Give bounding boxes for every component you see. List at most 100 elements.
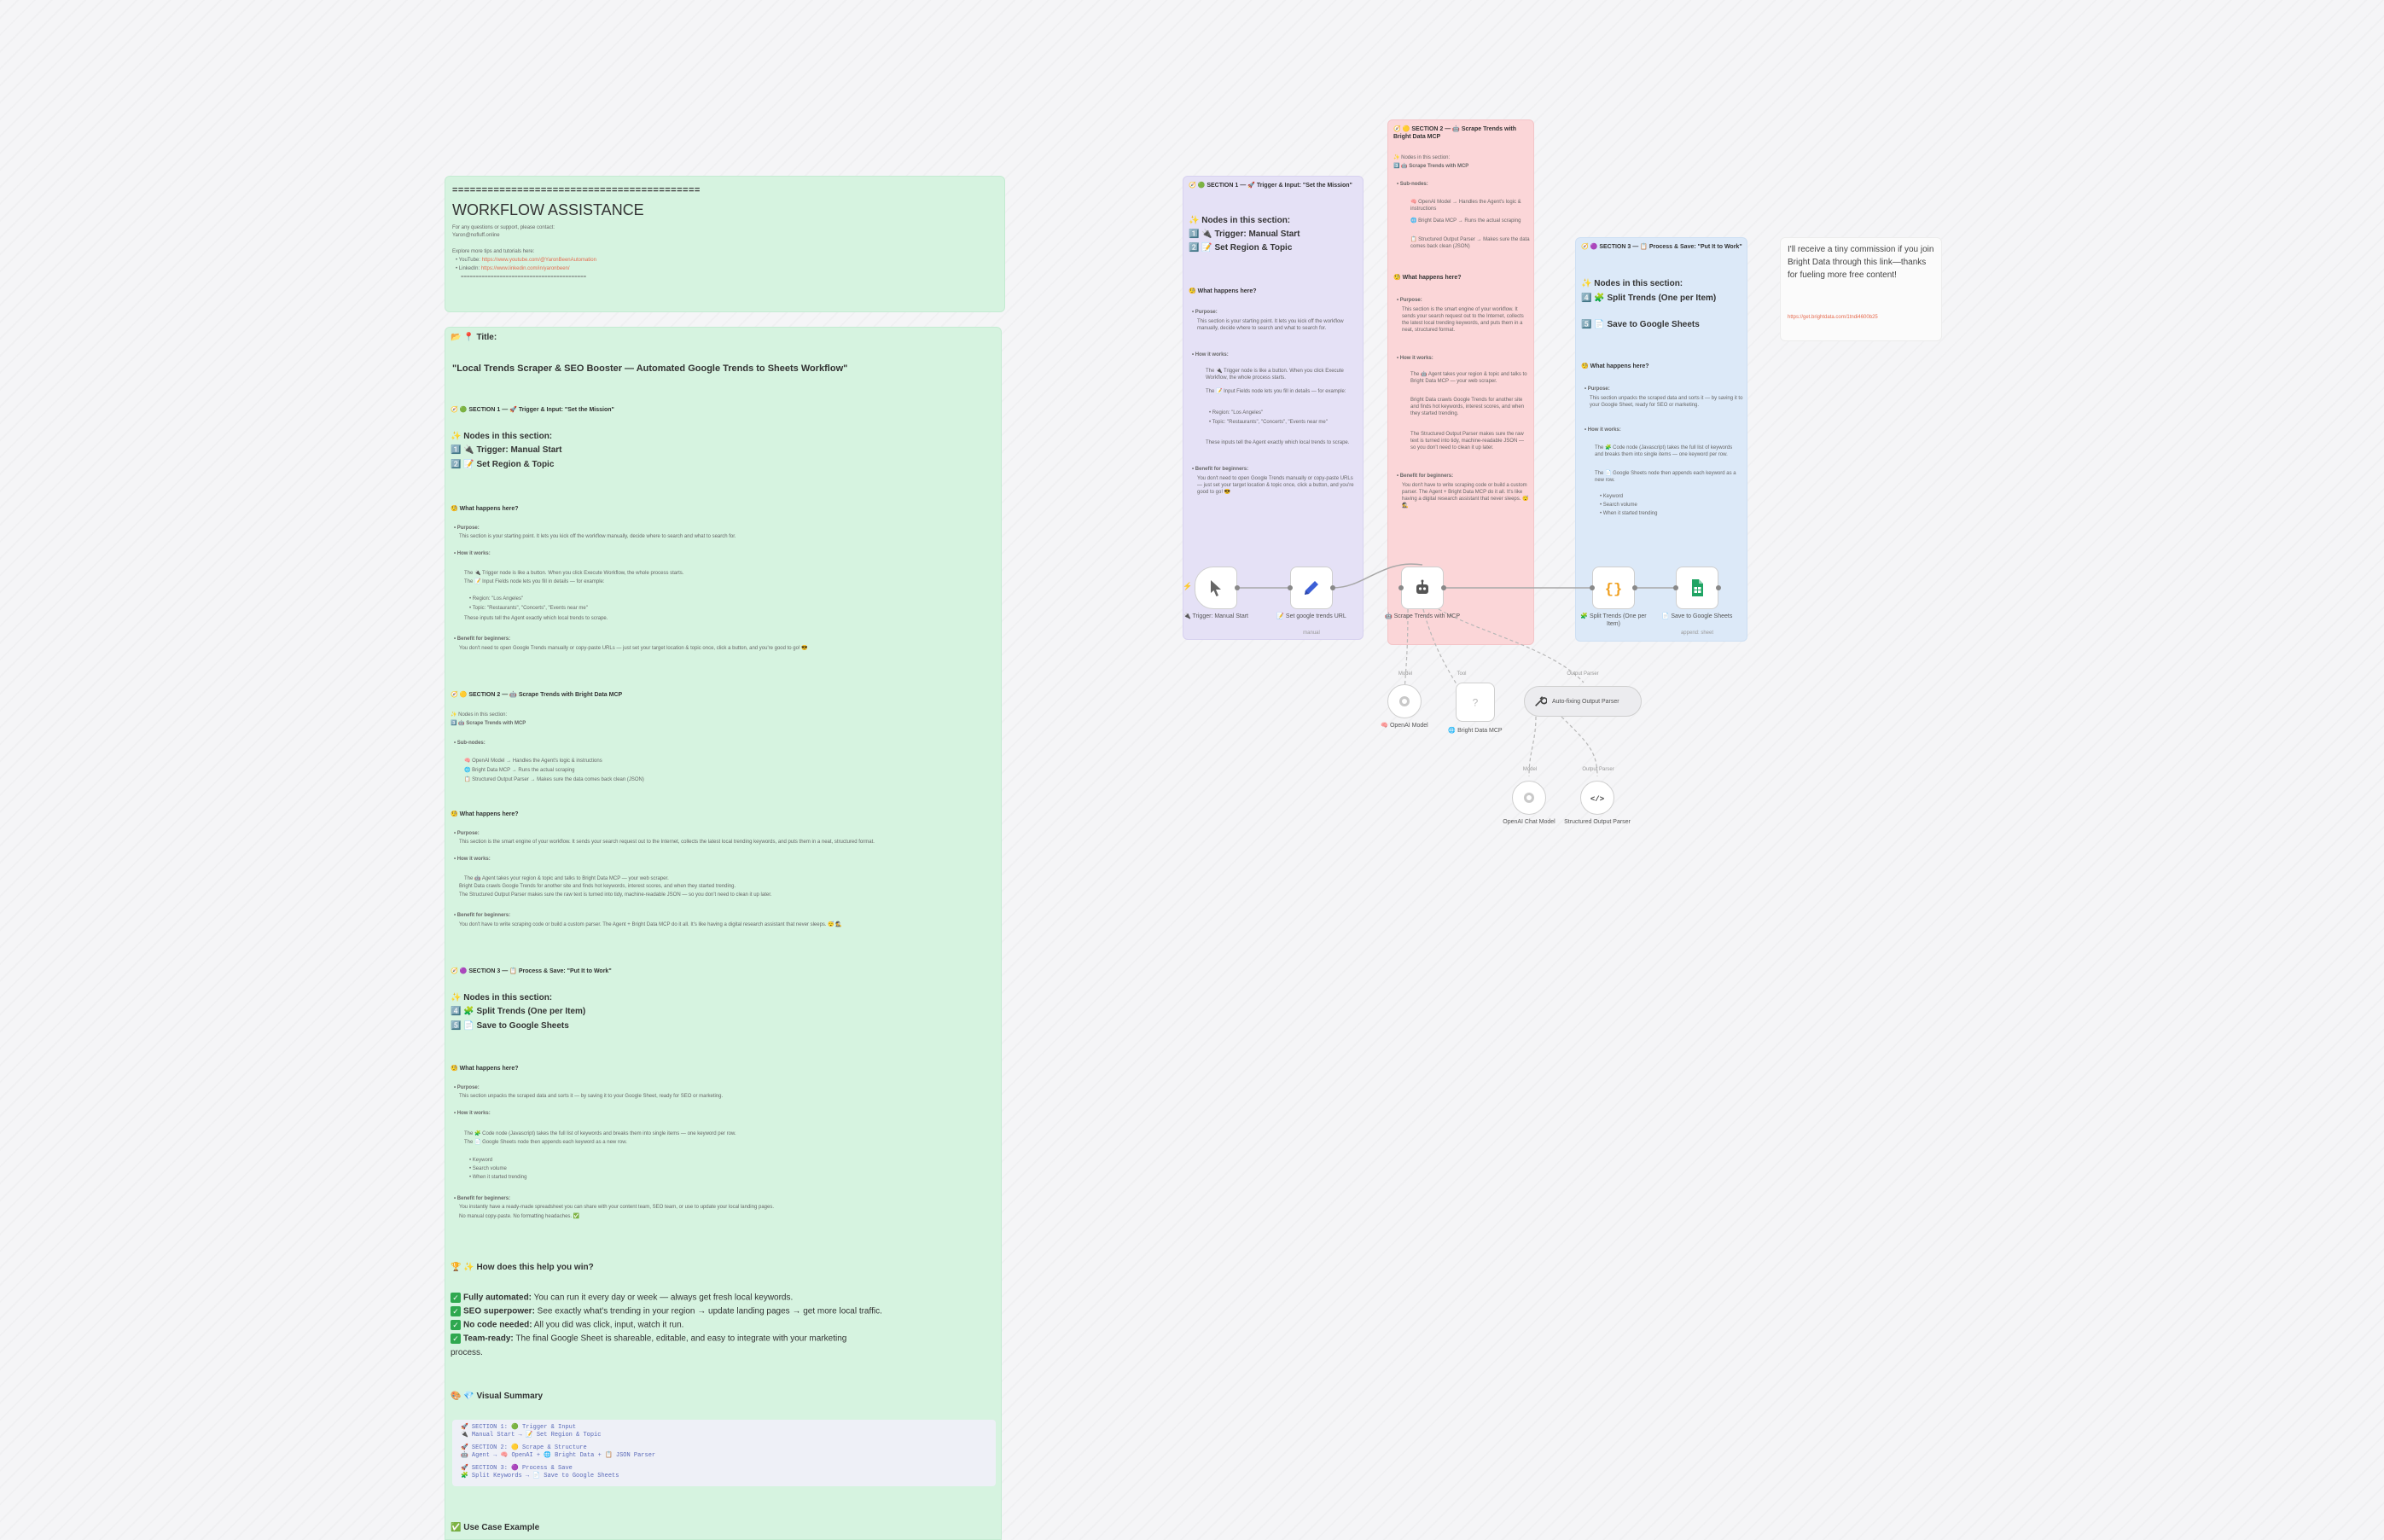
s1note-how-3: These inputs tell the Agent exactly whic… [1206, 440, 1350, 445]
visual-summary-line-5: 🚀 SECTION 3: 🟣 Process & Save [461, 1465, 573, 1472]
section3-nodes-heading: ✨ Nodes in this section: [451, 993, 553, 1002]
visual-summary-heading: 🎨 💎 Visual Summary [451, 1392, 544, 1401]
section3-benefit-label: • Benefit for beginners: [454, 1196, 511, 1201]
section3-example-1: • Keyword [469, 1158, 493, 1163]
s2note-purpose-text: This section is the smart engine of your… [1402, 307, 1524, 333]
openai-chat-model-node[interactable] [1512, 781, 1546, 815]
assistance-contact: For any questions or support, please con… [452, 225, 555, 230]
svg-text:{}: {} [1605, 582, 1622, 598]
section1-how-2: The 📝 Input Fields node lets you fill in… [464, 579, 605, 584]
commission-sticky-note[interactable]: I'll receive a tiny commission if you jo… [1780, 237, 1942, 341]
split-node-label: 🧩 Split Trends (One per Item) [1580, 613, 1647, 627]
youtube-link[interactable]: https://www.youtube.com/@YaronBeenAutoma… [481, 258, 596, 263]
agent-output-port[interactable] [1441, 585, 1446, 590]
s2note-sub-3: 📋 Structured Output Parser → Makes sure … [1410, 237, 1530, 249]
visual-summary-line-1: 🚀 SECTION 1: 🟢 Trigger & Input [461, 1424, 577, 1431]
code-tag-icon: </> [1590, 795, 1604, 804]
set-input-port[interactable] [1288, 585, 1293, 590]
visual-summary-line-4: 🤖 Agent → 🧠 OpenAI + 🌐 Bright Data + 📋 J… [461, 1452, 656, 1459]
documentation-sticky-note[interactable]: 📂 📍 Title: "Local Trends Scraper & SEO B… [445, 327, 1002, 1540]
s1note-nodes-heading: ✨ Nodes in this section: [1189, 216, 1291, 225]
auto-fixing-label: Auto-fixing Output Parser [1552, 698, 1619, 705]
section3-how-2: The 📄 Google Sheets node then appends ea… [464, 1140, 627, 1145]
s3note-how-label: • How it works: [1584, 427, 1621, 433]
s2note-purpose-label: • Purpose: [1397, 298, 1422, 303]
s3note-nodes-heading: ✨ Nodes in this section: [1581, 279, 1683, 288]
scrape-trends-agent-node[interactable] [1401, 567, 1444, 609]
split-input-port[interactable] [1590, 585, 1595, 590]
s2note-sub-1: 🧠 OpenAI Model → Handles the Agent's log… [1410, 200, 1521, 212]
structured-output-parser-label: Structured Output Parser [1564, 819, 1631, 825]
s3note-node-2: 5️⃣ 📄 Save to Google Sheets [1581, 320, 1700, 329]
section3-sticky-note[interactable]: 🧭 🟣 SECTION 3 — 📋 Process & Save: "Put I… [1575, 237, 1747, 642]
s1note-purpose-text: This section is your starting point. It … [1197, 319, 1344, 331]
section2-heading: 🧭 🟡 SECTION 2 — 🤖 Scrape Trends with Bri… [451, 692, 623, 698]
assistance-title: WORKFLOW ASSISTANCE [452, 201, 644, 218]
s2note-node-1: 3️⃣ 🤖 Scrape Trends with MCP [1393, 164, 1469, 169]
check-icon: ✓ [451, 1306, 461, 1316]
s2note-how-3: The Structured Output Parser makes sure … [1410, 432, 1524, 450]
section2-how-3: The Structured Output Parser makes sure … [459, 892, 772, 898]
section1-purpose-label: • Purpose: [454, 526, 480, 531]
s1note-example-2: • Topic: "Restaurants", "Concerts", "Eve… [1209, 420, 1328, 425]
section3-how-1: The 🧩 Code node (Javascript) takes the f… [464, 1131, 736, 1136]
section2-sticky-note[interactable]: 🧭 🟡 SECTION 2 — 🤖 Scrape Trends with Bri… [1387, 119, 1534, 645]
agent-input-port[interactable] [1398, 585, 1404, 590]
linkedin-link[interactable]: https://www.linkedin.com/in/yaronbeen/ [480, 266, 570, 271]
section2-sub-3: 📋 Structured Output Parser → Makes sure … [464, 777, 644, 782]
trigger-node-label: 🔌 Trigger: Manual Start [1183, 613, 1249, 619]
trigger-output-port[interactable] [1235, 585, 1240, 590]
assistance-rule: ========================================… [452, 185, 701, 195]
s1note-how-1: The 🔌 Trigger node is like a button. Whe… [1206, 369, 1344, 381]
split-trends-node[interactable]: {} [1592, 567, 1635, 609]
section2-how-1: The 🤖 Agent takes your region & topic an… [464, 876, 669, 881]
set-node-label: 📝 Set google trends URL [1276, 613, 1346, 619]
section2-how-2: Bright Data crawls Google Trends for ano… [459, 884, 736, 889]
win-item-1: ✓Fully automated: You can run it every d… [451, 1293, 793, 1303]
pencil-icon [1305, 581, 1318, 595]
s3note-how-2: The 📄 Google Sheets node then appends ea… [1595, 471, 1736, 483]
openai-model-label: 🧠 OpenAI Model [1381, 723, 1428, 729]
s1note-benefit-label: • Benefit for beginners: [1192, 467, 1249, 472]
commission-link[interactable]: https://get.brightdata.com/1tndi4600b25 [1788, 315, 1878, 320]
openai-chat-icon [1524, 793, 1534, 803]
s2note-what: 🧐 What happens here? [1393, 275, 1462, 281]
section1-purpose-text: This section is your starting point. It … [459, 534, 736, 539]
section2-sub-label: • Sub-nodes: [454, 741, 486, 746]
section1-example-1: • Region: "Los Angeles" [469, 596, 524, 601]
assistance-email[interactable]: Yaron@nofluff.online [452, 233, 500, 238]
section3-example-2: • Search volume [469, 1166, 507, 1171]
set-output-port[interactable] [1330, 585, 1335, 590]
s2note-sub-label: • Sub-nodes: [1397, 182, 1428, 187]
check-icon: ✓ [451, 1293, 461, 1303]
structured-output-parser-node[interactable]: </> [1580, 781, 1614, 815]
section1-nodes-heading: ✨ Nodes in this section: [451, 432, 553, 441]
s3note-heading: 🧭 🟣 SECTION 3 — 📋 Process & Save: "Put I… [1581, 244, 1742, 250]
s2note-sub-2: 🌐 Bright Data MCP → Runs the actual scra… [1410, 218, 1521, 224]
s3note-example-1: • Keyword [1600, 494, 1624, 499]
question-icon: ? [1473, 697, 1479, 709]
set-trends-url-node[interactable] [1290, 567, 1333, 609]
section3-purpose-label: • Purpose: [454, 1085, 480, 1090]
section2-node-1: 3️⃣ 🤖 Scrape Trends with MCP [451, 721, 526, 726]
section2-purpose-text: This section is the smart engine of your… [459, 840, 875, 845]
split-output-port[interactable] [1632, 585, 1637, 590]
openai-model-node[interactable] [1387, 684, 1422, 718]
use-case-heading: ✅ Use Case Example [451, 1523, 540, 1532]
sheets-input-port[interactable] [1673, 585, 1678, 590]
section1-sticky-note[interactable]: 🧭 🟢 SECTION 1 — 🚀 Trigger & Input: "Set … [1183, 176, 1364, 640]
s3note-purpose-text: This section unpacks the scraped data an… [1590, 396, 1743, 408]
title-text: "Local Trends Scraper & SEO Booster — Au… [452, 363, 848, 374]
bright-data-mcp-node[interactable]: ? [1456, 683, 1495, 722]
trigger-node[interactable] [1195, 567, 1237, 609]
s2note-how-label: • How it works: [1397, 356, 1433, 361]
s1note-node-1: 1️⃣ 🔌 Trigger: Manual Start [1189, 230, 1300, 239]
win-item-4: ✓Team-ready: The final Google Sheet is s… [451, 1334, 846, 1344]
sheets-output-port[interactable] [1716, 585, 1721, 590]
assistance-sticky-note[interactable]: ========================================… [445, 176, 1005, 312]
s3note-node-1: 4️⃣ 🧩 Split Trends (One per Item) [1581, 293, 1717, 303]
save-google-sheets-node[interactable] [1676, 567, 1718, 609]
auto-fixing-output-parser-node[interactable]: Auto-fixing Output Parser [1524, 686, 1642, 717]
connection-agent-to-parser [1438, 608, 1584, 683]
